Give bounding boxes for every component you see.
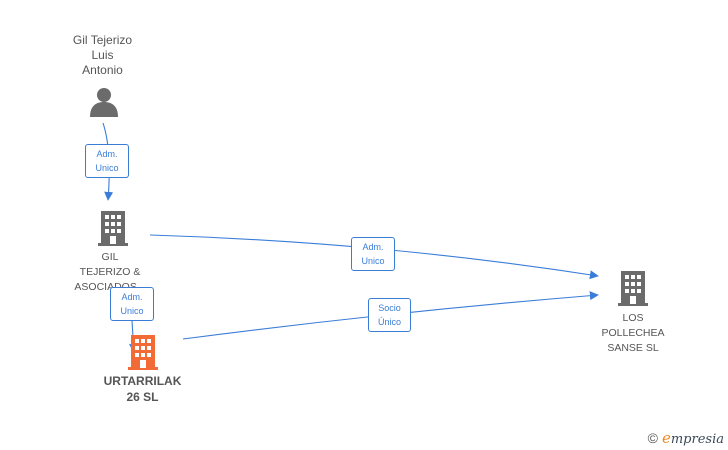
copyright-symbol: ©	[647, 430, 658, 446]
edge-label-gil-tejerizo-to-urtarrilak[interactable]: Adm. Unico	[110, 287, 154, 321]
edge-label-line: Unico	[120, 306, 144, 316]
edge-label-line: Unico	[361, 256, 385, 266]
building-icon[interactable]	[618, 270, 648, 306]
edge-label-urtarrilak-to-los-pollechea[interactable]: Socio Único	[368, 298, 411, 332]
los-pollechea-line: SANSE SL	[607, 342, 659, 354]
brand-logo: empresia	[662, 429, 724, 447]
los-pollechea-line: POLLECHEA	[601, 327, 665, 339]
person-name-line: Antonio	[82, 63, 123, 77]
urtarrilak-line: URTARRILAK	[103, 374, 182, 388]
edge-label-person-to-gil-tejerizo[interactable]: Adm. Unico	[85, 144, 129, 178]
edge-label-line: Socio	[378, 303, 401, 313]
urtarrilak-line: 26 SL	[126, 390, 159, 404]
brand-logo-letter: e	[661, 429, 671, 447]
building-icon[interactable]	[128, 334, 158, 370]
brand-logo-text: mpresia	[670, 432, 724, 447]
edge-label-line: Adm.	[121, 292, 143, 302]
gil-tejerizo-line: GIL	[101, 251, 119, 263]
building-icon[interactable]	[98, 210, 128, 246]
person-name-label: Gil Tejerizo Luis Antonio	[55, 33, 150, 78]
person-name-line: Luis	[91, 48, 114, 62]
person-name-line: Gil Tejerizo	[72, 33, 133, 47]
edge-label-line: Adm.	[96, 149, 118, 159]
urtarrilak-label: URTARRILAK 26 SL	[85, 373, 200, 405]
edge-label-line: Único	[377, 317, 401, 327]
los-pollechea-line: LOS	[622, 312, 644, 324]
los-pollechea-label: LOS POLLECHEA SANSE SL	[583, 311, 683, 356]
person-icon[interactable]	[88, 86, 120, 118]
gil-tejerizo-line: TEJERIZO &	[79, 266, 141, 278]
edge-label-line: Adm.	[362, 242, 384, 252]
edge-label-gil-tejerizo-to-los-pollechea[interactable]: Adm. Unico	[351, 237, 395, 271]
brand-watermark: © empresia	[648, 429, 724, 447]
edge-label-line: Unico	[95, 163, 119, 173]
